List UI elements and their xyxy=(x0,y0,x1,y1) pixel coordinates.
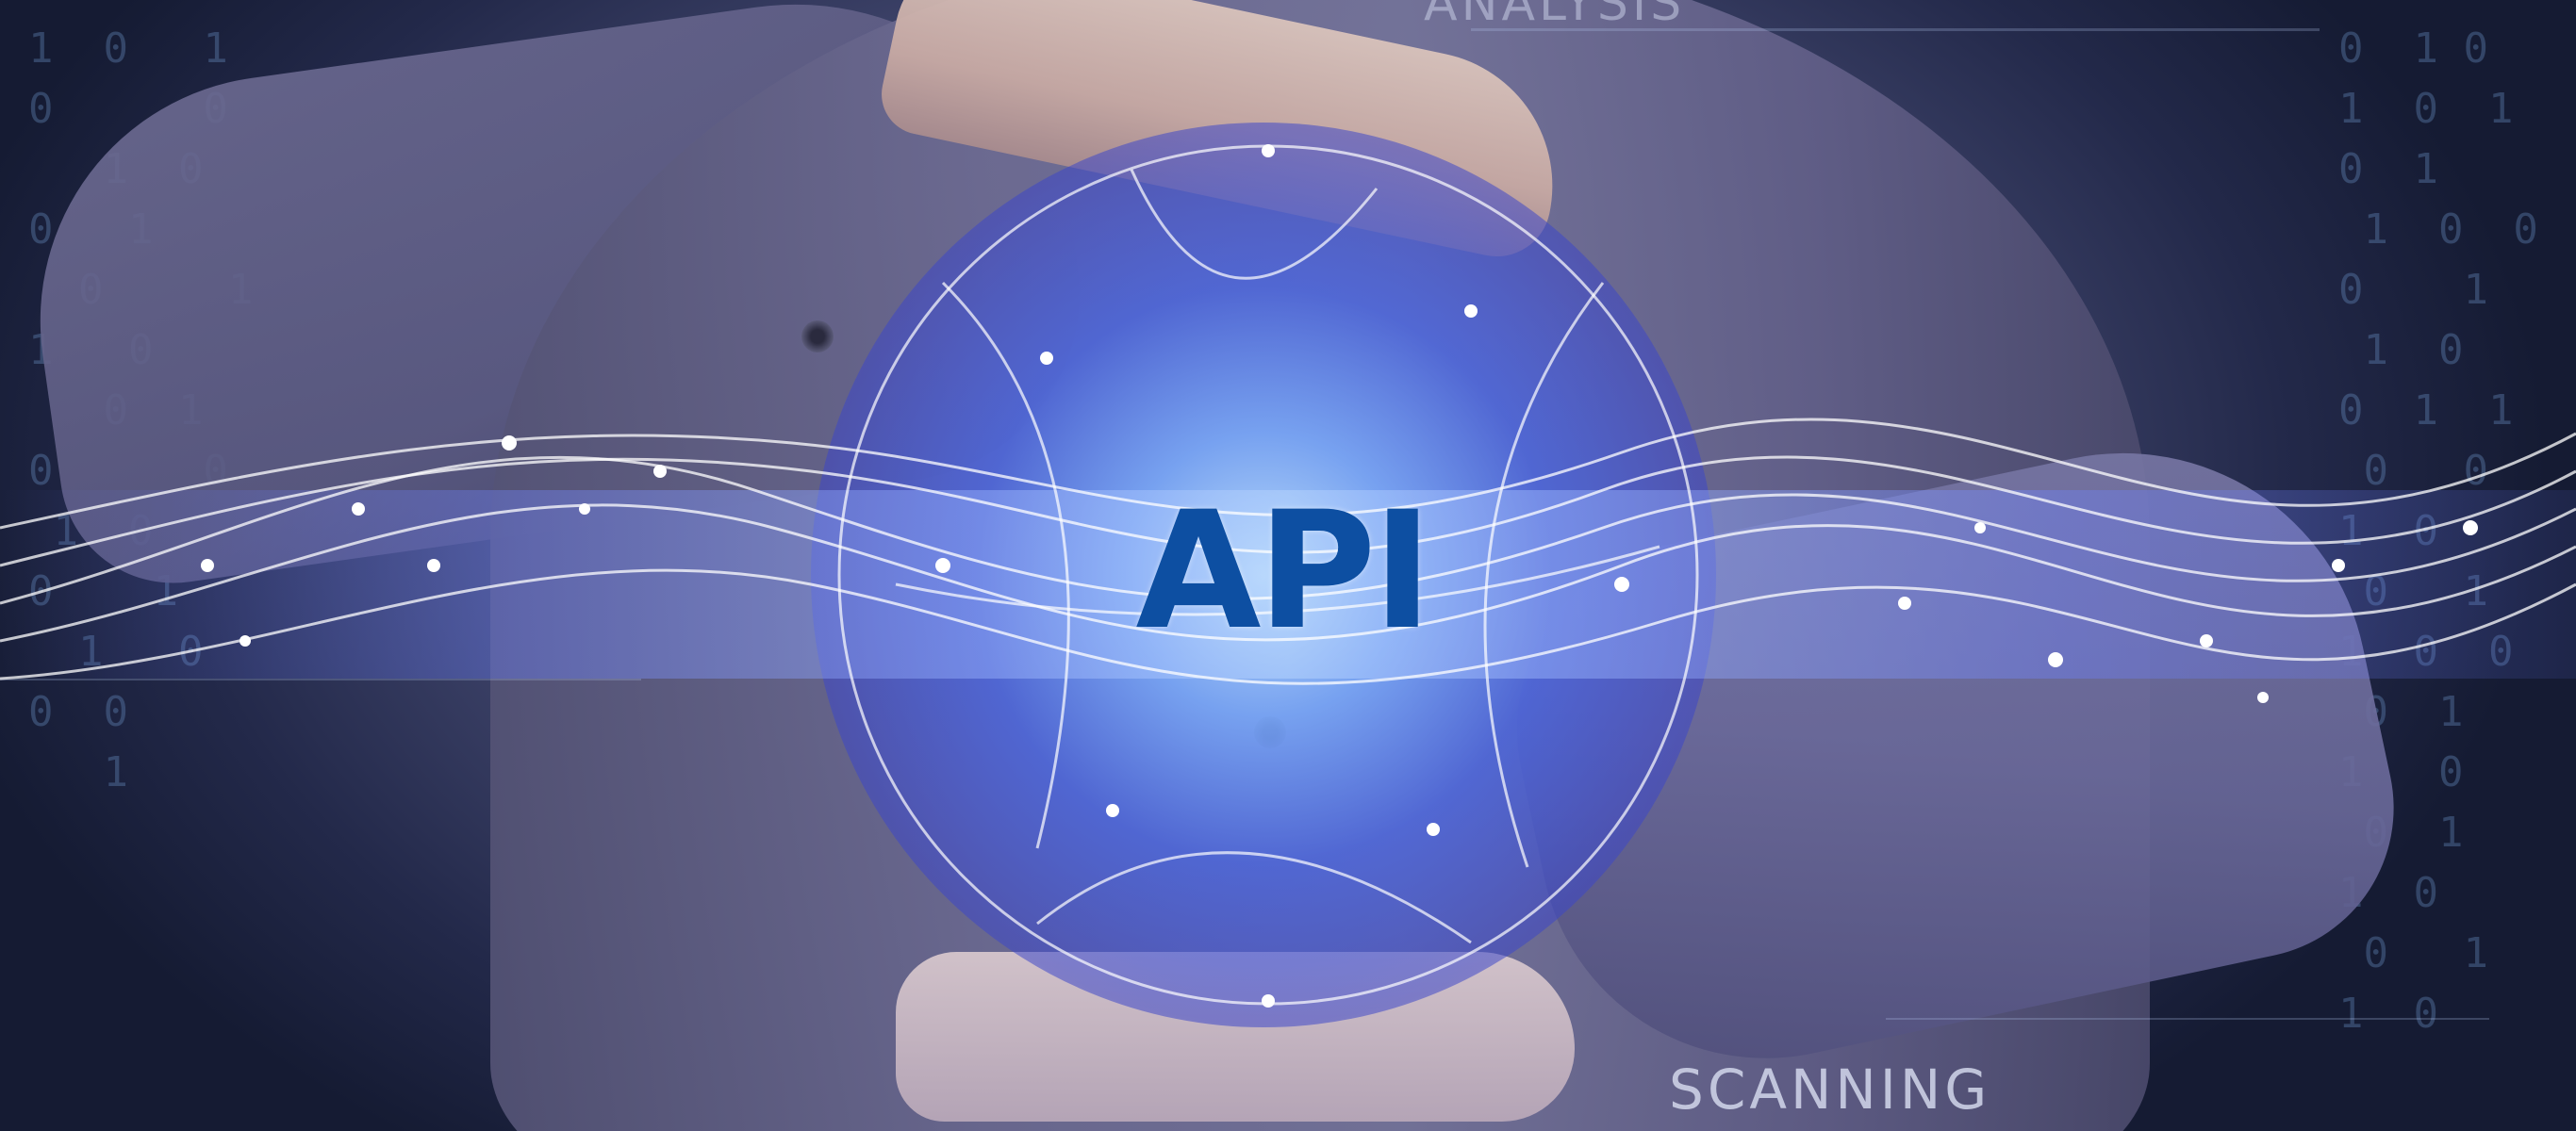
hud-label-scanning: SCANNING xyxy=(1669,1057,1991,1122)
hud-label-analysis: ANALYSIS xyxy=(1424,0,1686,32)
shirt-button xyxy=(801,320,834,352)
hud-line xyxy=(1471,28,2320,31)
api-label: API xyxy=(1135,476,1432,665)
hud-line xyxy=(0,679,641,680)
hud-line xyxy=(1886,1018,2489,1020)
